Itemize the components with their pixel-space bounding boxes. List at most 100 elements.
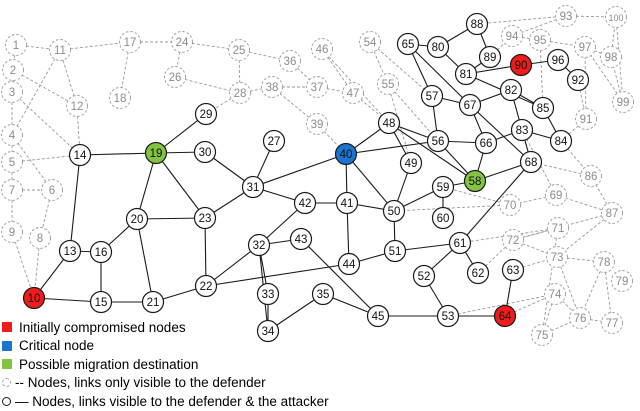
node-82: 82 [499,78,523,102]
node-label: 23 [199,213,212,225]
node-label: 51 [389,246,402,258]
visible-link-14-19 [79,152,157,156]
node-label: 17 [124,37,137,49]
node-32: 32 [247,233,271,257]
node-41: 41 [335,191,359,215]
node-label: 29 [200,109,213,121]
node-circle [306,76,328,98]
node-label: 31 [247,182,260,194]
visible-link-23-22 [204,217,207,287]
node-label: 19 [150,148,163,160]
node-49: 49 [399,151,423,175]
node-33: 33 [256,282,280,306]
node-circle [342,82,364,104]
node-circle [566,68,590,92]
node-label: 96 [552,55,565,67]
node-circle [546,246,568,268]
node-circle [125,207,149,231]
hidden-node-46: 46 [311,38,333,60]
node-label: 88 [471,19,484,31]
node-label: 97 [579,42,592,54]
node-85: 85 [531,96,555,120]
hidden-link-9-10 [11,231,35,299]
node-92: 92 [566,68,590,92]
node-62: 62 [466,261,490,285]
hidden-node-39: 39 [306,113,328,135]
node-35: 35 [311,282,335,306]
node-circle [359,31,381,53]
node-label: 68 [525,157,538,169]
node-53: 53 [436,304,460,328]
visible-link-22-44 [205,263,350,287]
legend-item-migration: Possible migration destination [2,355,322,374]
node-circle [1,81,23,103]
hidden-node-74: 74 [544,283,566,305]
legend-label: -- Nodes, links only visible to the defe… [15,375,266,391]
compromised-node-10: 10 [22,286,46,310]
node-circle [531,96,555,120]
node-circle [465,12,489,36]
hidden-node-24: 24 [171,31,193,53]
hidden-node-100: 100 [605,6,627,28]
node-label: 76 [574,313,587,325]
legend-label: Initially compromised nodes [19,319,186,335]
node-label: 6 [49,185,55,197]
compromised-node-90: 90 [509,53,533,77]
node-circle [509,53,533,77]
visible-link-67-68 [469,104,532,163]
node-label: 64 [499,311,512,323]
node-circle [493,304,517,328]
node-label: 85 [537,103,550,115]
node-circle [555,5,577,27]
node-circle [1,179,23,201]
node-label: 99 [617,97,630,109]
node-label: 13 [64,246,77,258]
node-80: 80 [426,35,450,59]
dashed-circle-icon [2,378,11,388]
hidden-node-95: 95 [529,29,551,51]
node-label: 84 [555,136,568,148]
node-circle [474,131,498,155]
hidden-node-78: 78 [593,251,615,273]
node-label: 77 [606,318,619,330]
hidden-link-70-59 [442,186,511,206]
node-56: 56 [426,129,450,153]
hidden-link-11-4 [11,49,61,136]
hidden-link-87-73 [556,212,613,258]
node-circle [431,175,455,199]
hidden-node-3: 3 [1,81,23,103]
hidden-link-73-76 [556,256,581,319]
node-circle [229,82,251,104]
hidden-node-38: 38 [261,76,283,98]
node-label: 12 [71,101,84,113]
node-label: 57 [426,91,439,103]
hidden-node-17: 17 [119,31,141,53]
node-circle [448,231,472,255]
node-60: 60 [431,206,455,230]
node-circle [164,66,186,88]
hidden-node-86: 86 [580,165,602,187]
legend-label: — Nodes, links visible to the defender &… [15,393,329,409]
node-label: 10 [28,293,41,305]
node-label: 15 [95,297,108,309]
node-label: 71 [552,223,565,235]
node-circle [1,151,23,173]
node-circle [144,141,168,165]
visible-link-20-21 [136,218,154,303]
legend-item-visible: — Nodes, links visible to the defender &… [2,392,329,411]
node-label: 53 [442,311,455,323]
node-circle [546,48,570,72]
node-61: 61 [448,231,472,255]
hidden-node-76: 76 [569,307,591,329]
node-circle [531,324,553,346]
node-label: 43 [295,234,308,246]
node-23: 23 [193,206,217,230]
node-81: 81 [454,62,478,86]
node-21: 21 [141,290,165,314]
hidden-node-77: 77 [601,312,623,334]
node-label: 74 [549,289,562,301]
node-circle [544,283,566,305]
node-circle [593,251,615,273]
node-circle [311,282,335,306]
node-circle [41,179,63,201]
